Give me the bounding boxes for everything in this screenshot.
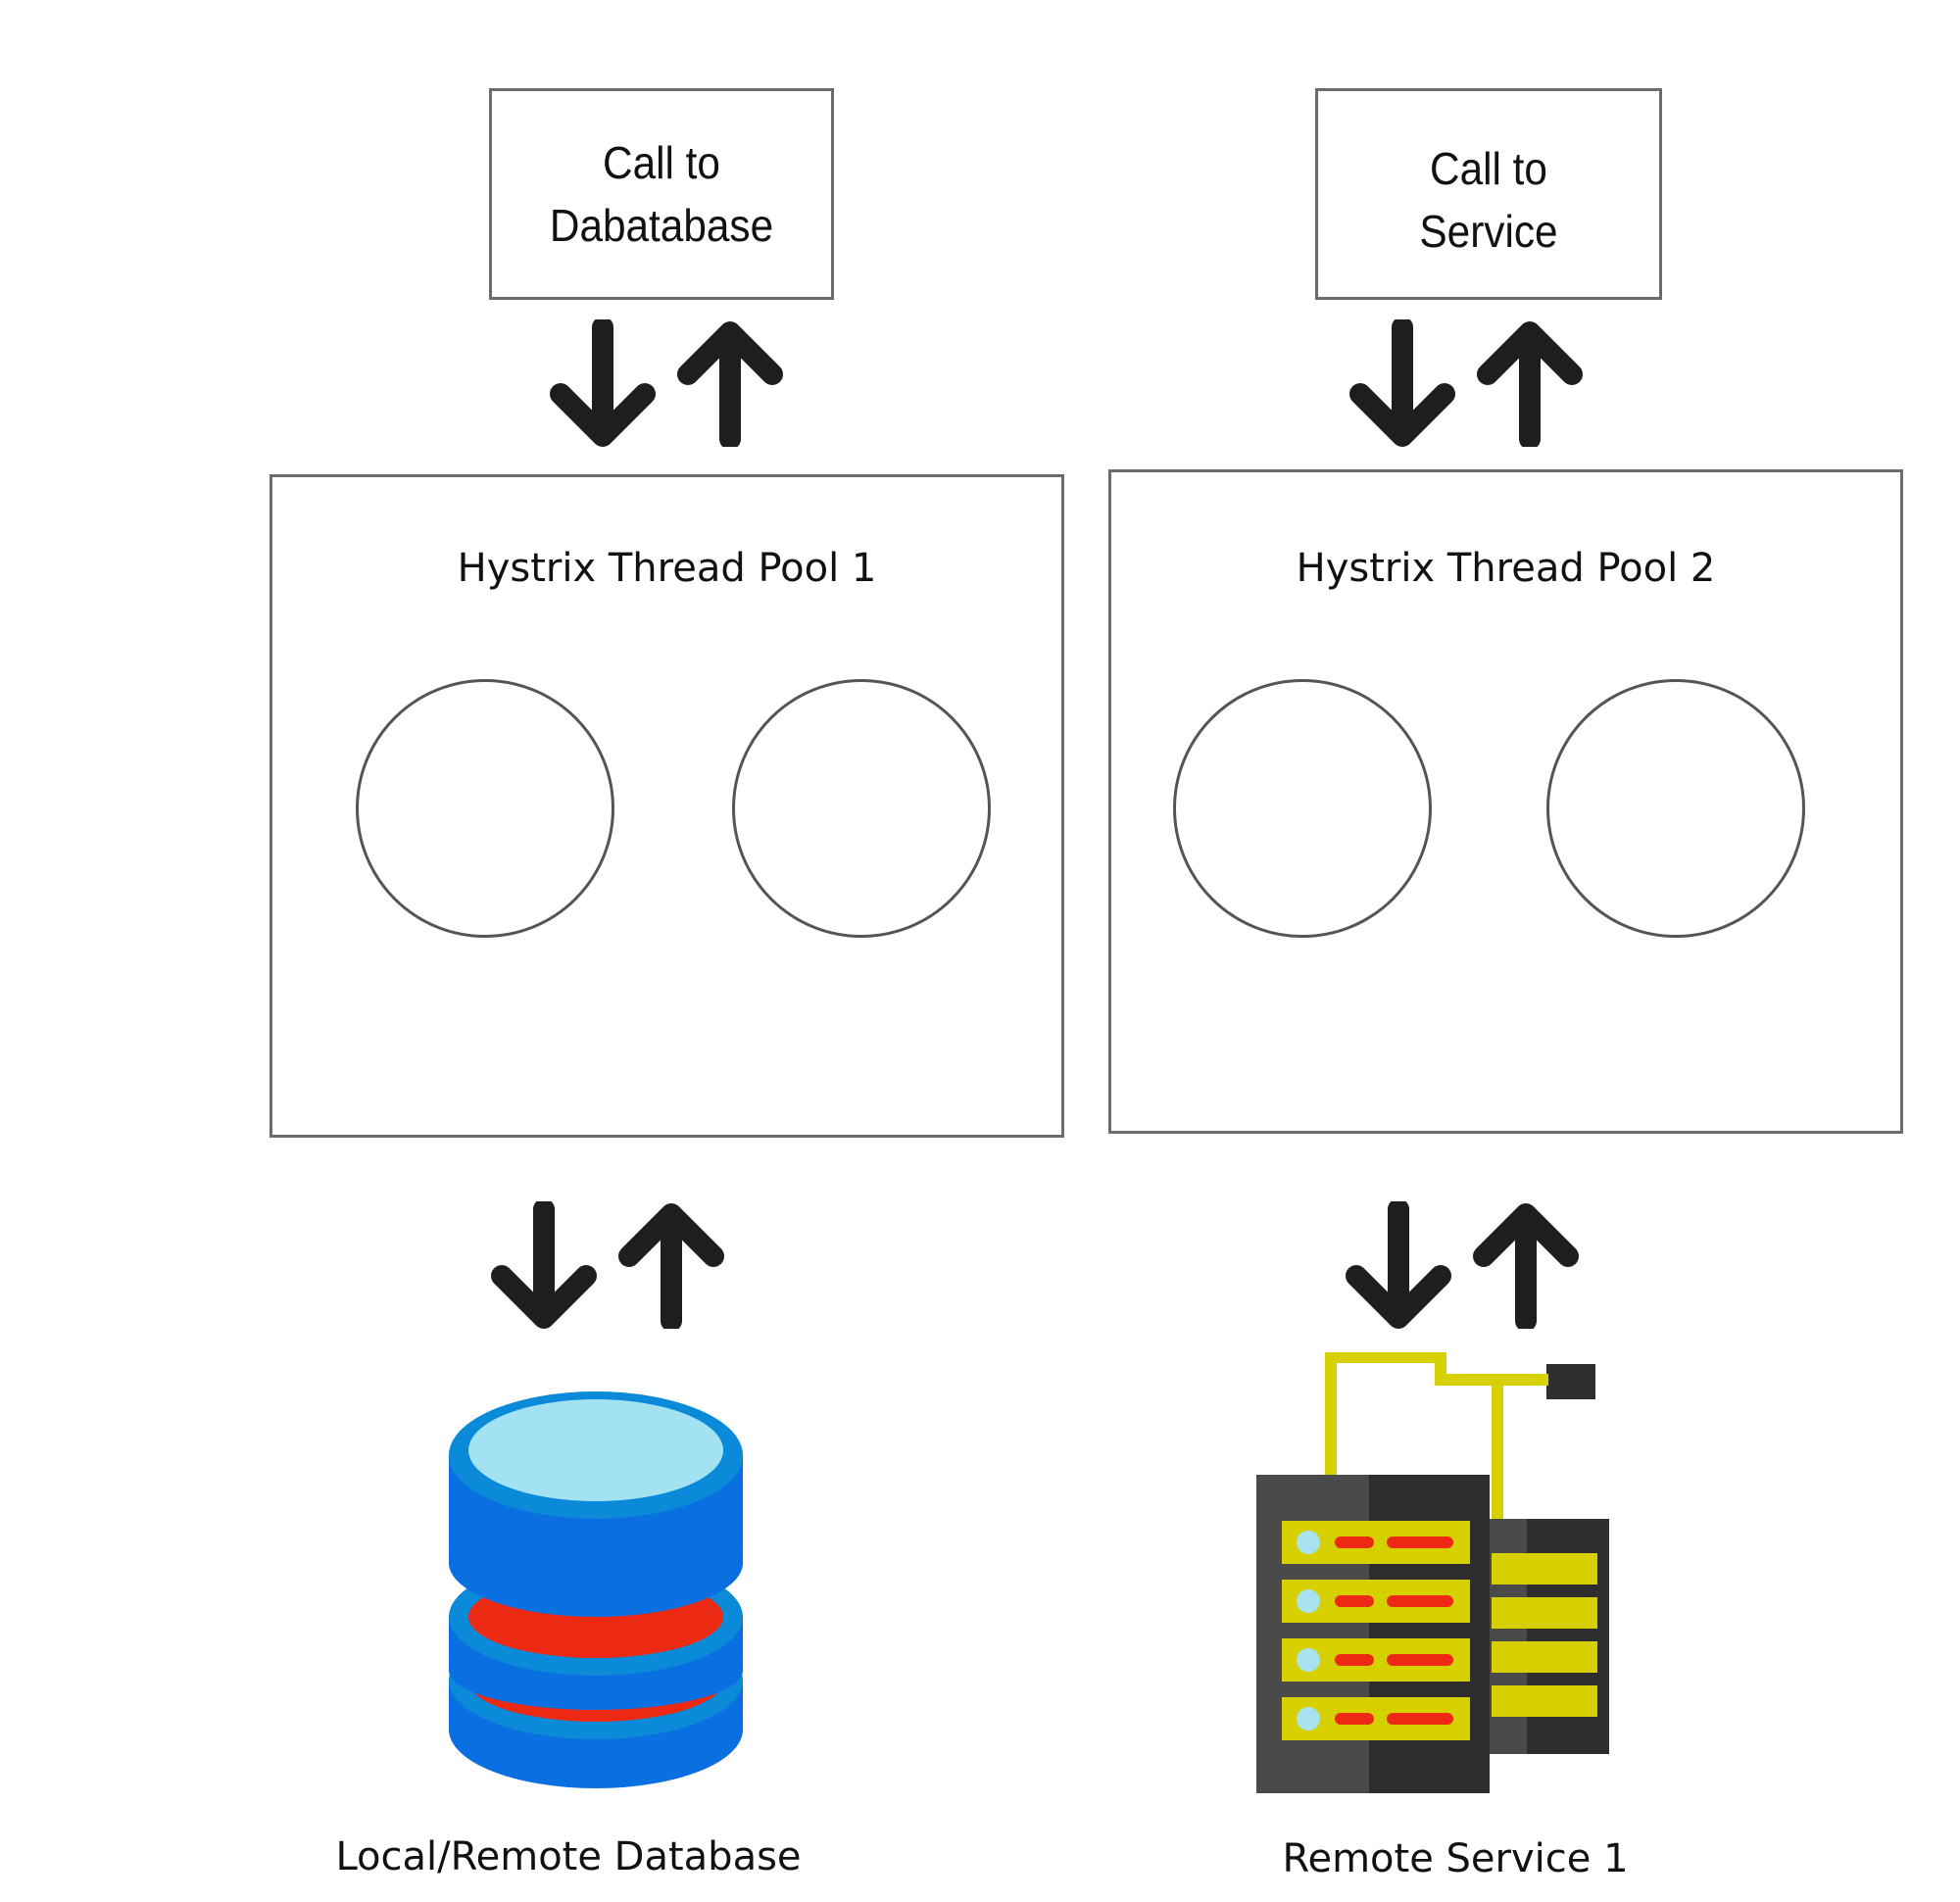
thread-pool-2: Hystrix Thread Pool 2 [1108, 469, 1903, 1134]
arrows-database-to-pool1 [549, 319, 784, 447]
thread-pool-2-title: Hystrix Thread Pool 2 [1296, 546, 1716, 591]
call-to-database-line1: Call to [603, 137, 720, 188]
arrows-pool2-to-service [1345, 1201, 1580, 1329]
arrows-service-to-pool2 [1348, 319, 1584, 447]
arrows-pool1-to-database [490, 1201, 725, 1329]
call-to-service-line1: Call to [1430, 143, 1547, 194]
thread-pool-1: Hystrix Thread Pool 1 [270, 474, 1064, 1138]
thread-circle [356, 679, 614, 938]
database-icon [449, 1372, 743, 1793]
call-to-database-line2: Dabatabase [549, 200, 774, 251]
database-label: Local/Remote Database [335, 1834, 802, 1879]
call-to-service-line2: Service [1419, 206, 1558, 257]
call-to-service-box: Call to Service [1315, 88, 1662, 300]
server-rack-icon [1254, 1352, 1617, 1803]
thread-circle [1173, 679, 1432, 938]
call-to-database-box: Call to Dabatabase [489, 88, 834, 300]
thread-pool-1-title: Hystrix Thread Pool 1 [457, 546, 877, 591]
thread-circle [732, 679, 991, 938]
thread-circle [1546, 679, 1805, 938]
service-label: Remote Service 1 [1282, 1836, 1629, 1881]
